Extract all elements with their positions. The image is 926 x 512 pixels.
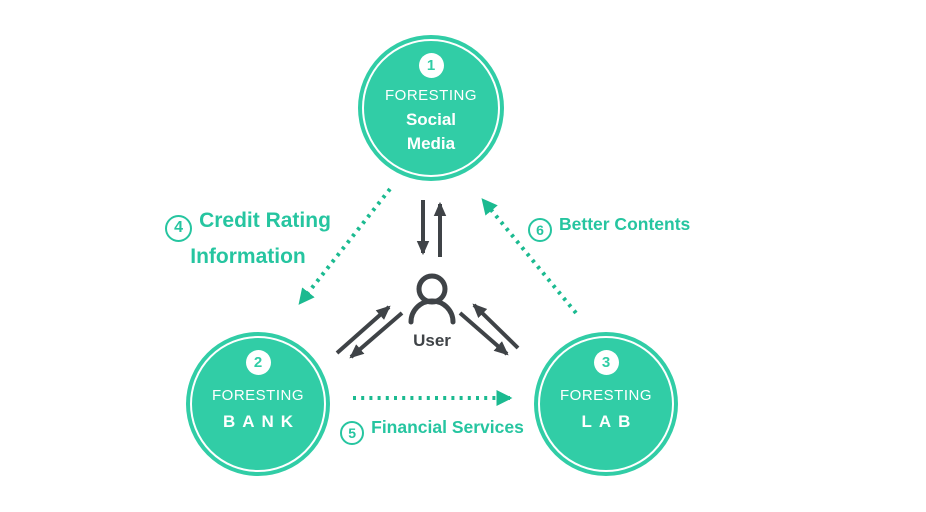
- arrow-user-to-bank: [349, 311, 404, 359]
- node-brand: FORESTING: [384, 87, 477, 104]
- flow-number-badge: 4: [165, 214, 193, 242]
- user-label: User: [413, 331, 451, 350]
- node-number-badge: 2: [245, 350, 271, 375]
- flow-label-text: Credit Rating Information: [190, 209, 331, 268]
- node-foresting-lab: 3 FORESTING LAB: [534, 332, 678, 476]
- arrow-lab-to-user: [472, 303, 520, 350]
- flow-number-badge: 5: [340, 421, 365, 445]
- arrow-bank-to-user: [335, 305, 391, 355]
- node-brand: FORESTING: [211, 387, 304, 404]
- flow-label-better-contents: 6 Better Contents: [528, 212, 748, 242]
- flow-label-financial-services: 5 Financial Services: [332, 415, 532, 445]
- arrow-user-to-lab: [458, 311, 509, 356]
- node-number-badge: 3: [593, 350, 619, 375]
- flow-label-text: Financial Services: [371, 417, 524, 437]
- flow-label-text: Better Contents: [559, 214, 691, 234]
- node-name: BANK: [222, 412, 301, 431]
- node-foresting-bank: 2 FORESTING BANK: [186, 332, 330, 476]
- flow-number-badge: 6: [528, 218, 552, 242]
- node-foresting-social-media: 1 FORESTING Social Media: [358, 35, 504, 181]
- user-icon: [408, 273, 456, 325]
- node-number-badge: 1: [418, 53, 444, 78]
- node-brand: FORESTING: [559, 387, 652, 404]
- node-name: Social Media: [405, 110, 457, 153]
- node-name: LAB: [581, 412, 638, 431]
